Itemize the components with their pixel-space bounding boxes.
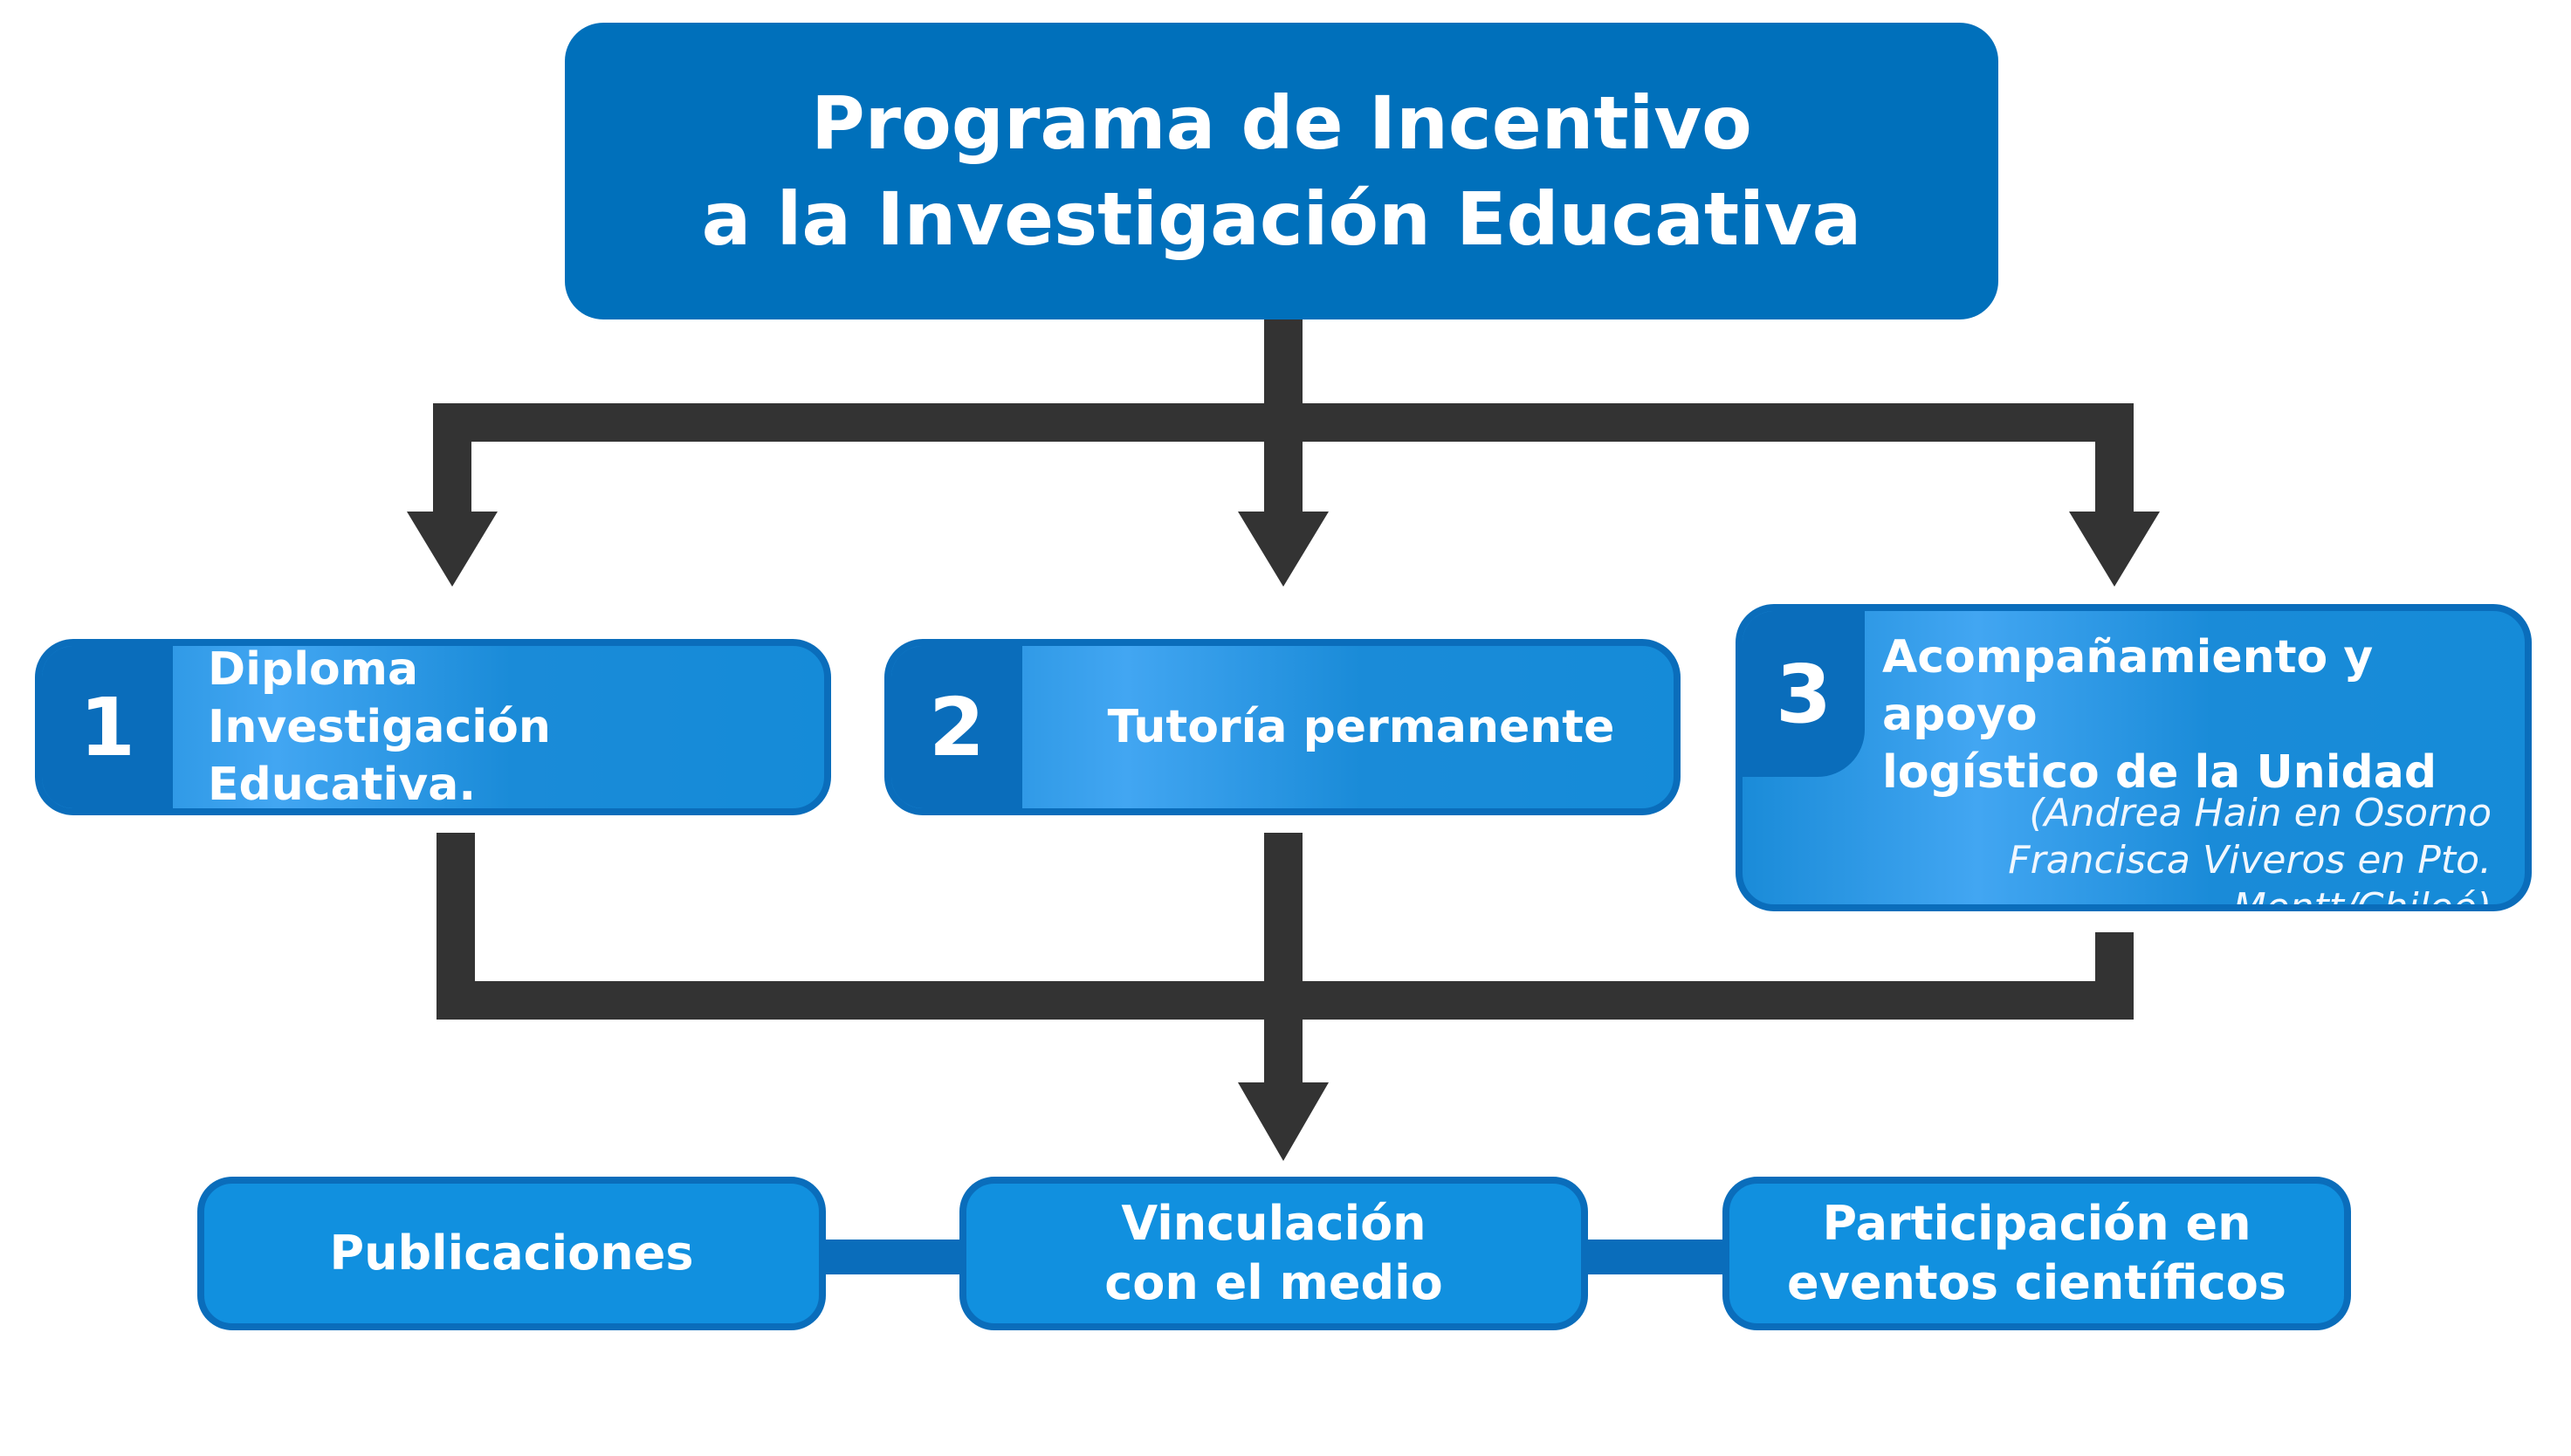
step-note-line1: (Andrea Hain en Osorno [2029, 791, 2492, 835]
step-number: 1 [42, 646, 173, 808]
step-text: Diploma Investigación Educativa. [208, 646, 807, 808]
program-title-line2: a la Investigación Educativa [701, 176, 1862, 262]
step-text-line1: Tutoría permanente [1107, 701, 1615, 753]
arrowhead-2 [1238, 512, 1329, 587]
outcome-participacion: Participación en eventos científicos [1722, 1177, 2351, 1330]
outcome-line1: Participación en [1822, 1196, 2251, 1251]
step-note: (Andrea Hain en Osorno Francisca Viveros… [1758, 790, 2492, 911]
outcome-line2: con el medio [1104, 1255, 1443, 1310]
drop-3 [2095, 403, 2134, 519]
arrowhead-3 [2069, 512, 2160, 587]
outcome-line1: Publicaciones [329, 1226, 694, 1281]
outcome-publicaciones: Publicaciones [197, 1177, 826, 1330]
outcome-vinculacion: Vinculación con el medio [959, 1177, 1588, 1330]
arrowhead-1 [407, 512, 498, 587]
step-text: Tutoría permanente [1066, 646, 1656, 808]
step-card-tutoria: 2 Tutoría permanente [884, 639, 1681, 815]
step-number: 2 [891, 646, 1022, 808]
top-trunk [1264, 319, 1303, 407]
step-text-line2: logístico de la Unidad [1882, 746, 2437, 799]
drop-2 [1264, 403, 1303, 519]
step-text-line1: Diploma [208, 643, 419, 696]
step-number: 3 [1743, 611, 1865, 777]
drop-1 [433, 403, 471, 519]
step-note-line2: Francisca Viveros en Pto. Montt/Chiloé) [2008, 838, 2492, 911]
program-title-line1: Programa de Incentivo [811, 80, 1752, 166]
outcome-line2: eventos científicos [1787, 1255, 2286, 1310]
arrowhead-bottom [1238, 1082, 1329, 1161]
step-card-acompanamiento: 3 Acompañamiento y apoyo logístico de la… [1736, 604, 2532, 911]
program-title-box: Programa de Incentivo a la Investigación… [565, 23, 1998, 319]
link-bar-left [821, 1240, 969, 1274]
step-text-line1: Acompañamiento y apoyo [1882, 631, 2374, 741]
link-bar-right [1582, 1240, 1730, 1274]
step-text: Acompañamiento y apoyo logístico de la U… [1882, 628, 2507, 799]
step-text-line2: Investigación Educativa. [208, 701, 551, 811]
bottom-trunk [1264, 981, 1303, 1089]
outcome-line1: Vinculación [1121, 1196, 1426, 1251]
step-card-diploma: 1 Diploma Investigación Educativa. [35, 639, 831, 815]
